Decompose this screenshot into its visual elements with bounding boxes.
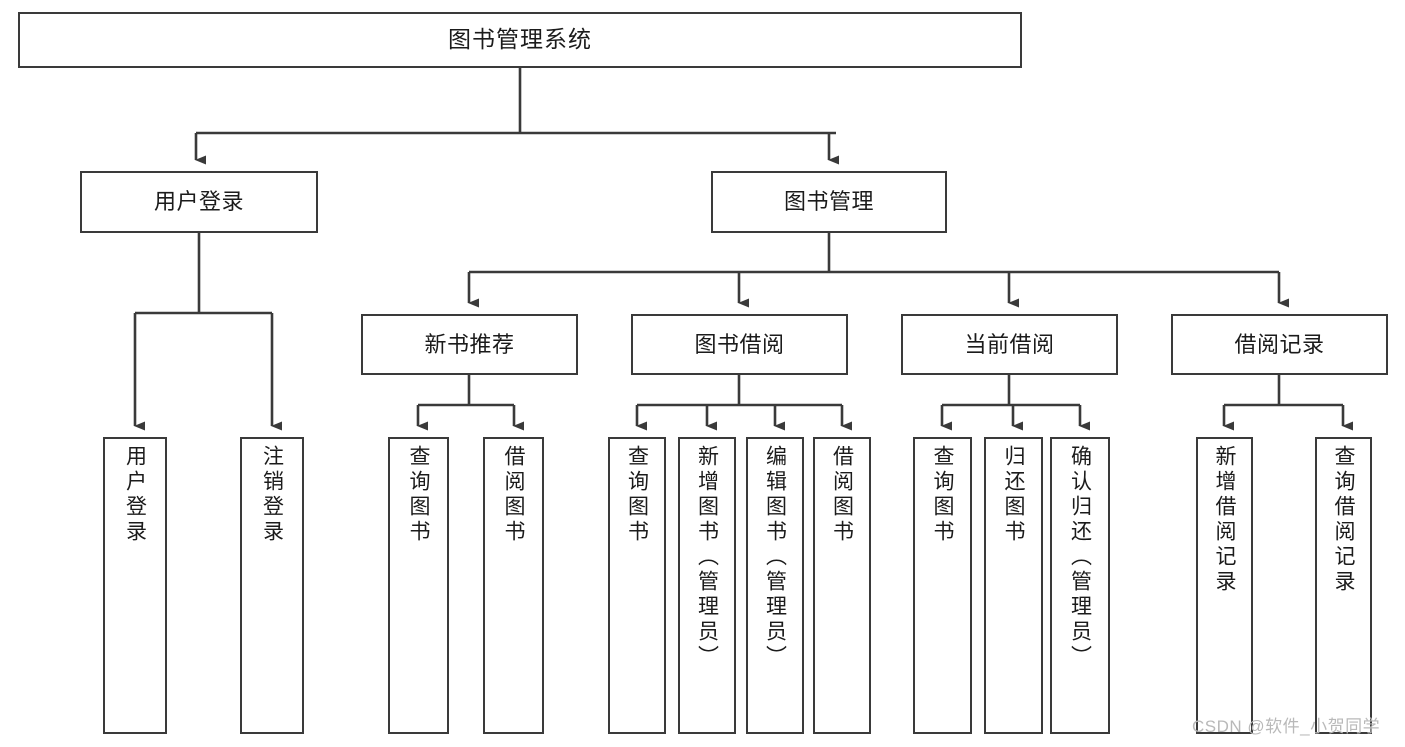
node-book-management[interactable]: 图书管理 [711, 171, 947, 233]
node-label: 新书推荐 [424, 331, 515, 357]
node-leaf-query-book-borrow[interactable]: 查询图书 [608, 437, 666, 734]
node-book-management-system[interactable]: 图书管理系统 [18, 12, 1022, 68]
node-leaf-add-borrow-record[interactable]: 新增借阅记录 [1196, 437, 1253, 734]
node-label: 查询图书 [407, 445, 430, 545]
node-leaf-confirm-return-admin[interactable]: 确认归还（管理员） [1050, 437, 1110, 734]
node-book-borrow[interactable]: 图书借阅 [631, 314, 848, 375]
node-user-login[interactable]: 用户登录 [80, 171, 318, 233]
node-label: 借阅图书 [502, 445, 525, 545]
node-label: 查询图书 [625, 445, 649, 545]
node-label: 查询借阅记录 [1332, 445, 1355, 595]
node-leaf-add-book-admin[interactable]: 新增图书（管理员） [678, 437, 736, 734]
node-new-book-recommend[interactable]: 新书推荐 [361, 314, 578, 375]
node-label: 注销登录 [260, 445, 284, 545]
node-label: 图书管理 [783, 189, 874, 215]
node-leaf-borrow-book[interactable]: 借阅图书 [813, 437, 871, 734]
node-leaf-query-borrow-record[interactable]: 查询借阅记录 [1315, 437, 1372, 734]
node-label: 图书借阅 [694, 331, 785, 357]
node-label: 编辑图书（管理员） [763, 445, 787, 670]
node-label: 当前借阅 [964, 331, 1055, 357]
node-leaf-query-book-current[interactable]: 查询图书 [913, 437, 972, 734]
node-label: 借阅记录 [1234, 331, 1325, 357]
node-label: 归还图书 [1002, 445, 1025, 545]
node-label: 新增图书（管理员） [695, 445, 719, 670]
node-label: 查询图书 [931, 445, 954, 545]
node-leaf-return-book[interactable]: 归还图书 [984, 437, 1043, 734]
node-leaf-logout[interactable]: 注销登录 [240, 437, 304, 734]
node-borrow-record[interactable]: 借阅记录 [1171, 314, 1388, 375]
node-label: 用户登录 [123, 445, 147, 545]
node-leaf-edit-book-admin[interactable]: 编辑图书（管理员） [746, 437, 804, 734]
node-label: 图书管理系统 [448, 26, 592, 53]
node-label: 新增借阅记录 [1213, 445, 1236, 595]
node-label: 用户登录 [153, 189, 244, 215]
node-label: 借阅图书 [830, 445, 854, 545]
node-current-borrow[interactable]: 当前借阅 [901, 314, 1118, 375]
node-leaf-user-login[interactable]: 用户登录 [103, 437, 167, 734]
node-label: 确认归还（管理员） [1068, 445, 1092, 670]
node-leaf-borrow-book-newbook[interactable]: 借阅图书 [483, 437, 544, 734]
node-leaf-query-book-newbook[interactable]: 查询图书 [388, 437, 449, 734]
